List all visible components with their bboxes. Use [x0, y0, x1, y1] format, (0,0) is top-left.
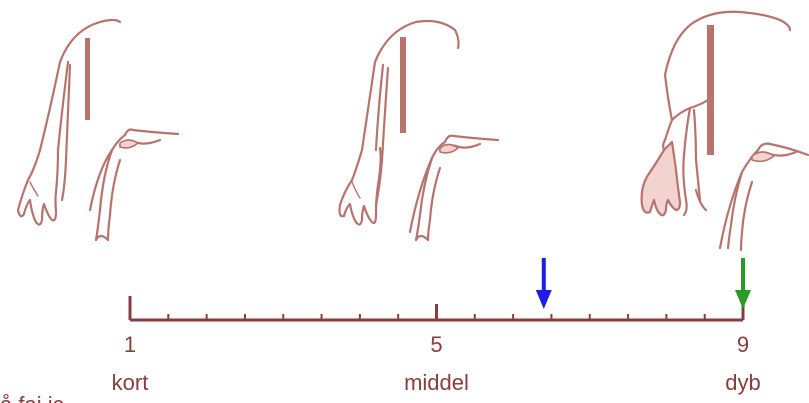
tick-label: 5: [430, 332, 442, 357]
tick-label: 9: [737, 332, 749, 357]
markers: [535, 258, 751, 309]
category-label: dyb: [725, 370, 760, 395]
tick-label: 1: [124, 332, 136, 357]
footer-fragment: å fai ic: [0, 392, 64, 403]
scale-ticks: [128, 296, 745, 320]
illustration-middel: [338, 19, 500, 242]
scale-category-labels: kort middel dyb: [112, 370, 761, 395]
illustration-kort: [16, 18, 180, 242]
blue-arrow: [535, 258, 552, 309]
depth-scale: 1 5 9 kort middel dyb: [112, 296, 761, 395]
illustration-dyb: [640, 10, 809, 252]
green-arrow: [735, 258, 751, 309]
category-label: middel: [404, 370, 469, 395]
scale-tick-labels: 1 5 9: [124, 332, 749, 357]
category-label: kort: [112, 370, 149, 395]
